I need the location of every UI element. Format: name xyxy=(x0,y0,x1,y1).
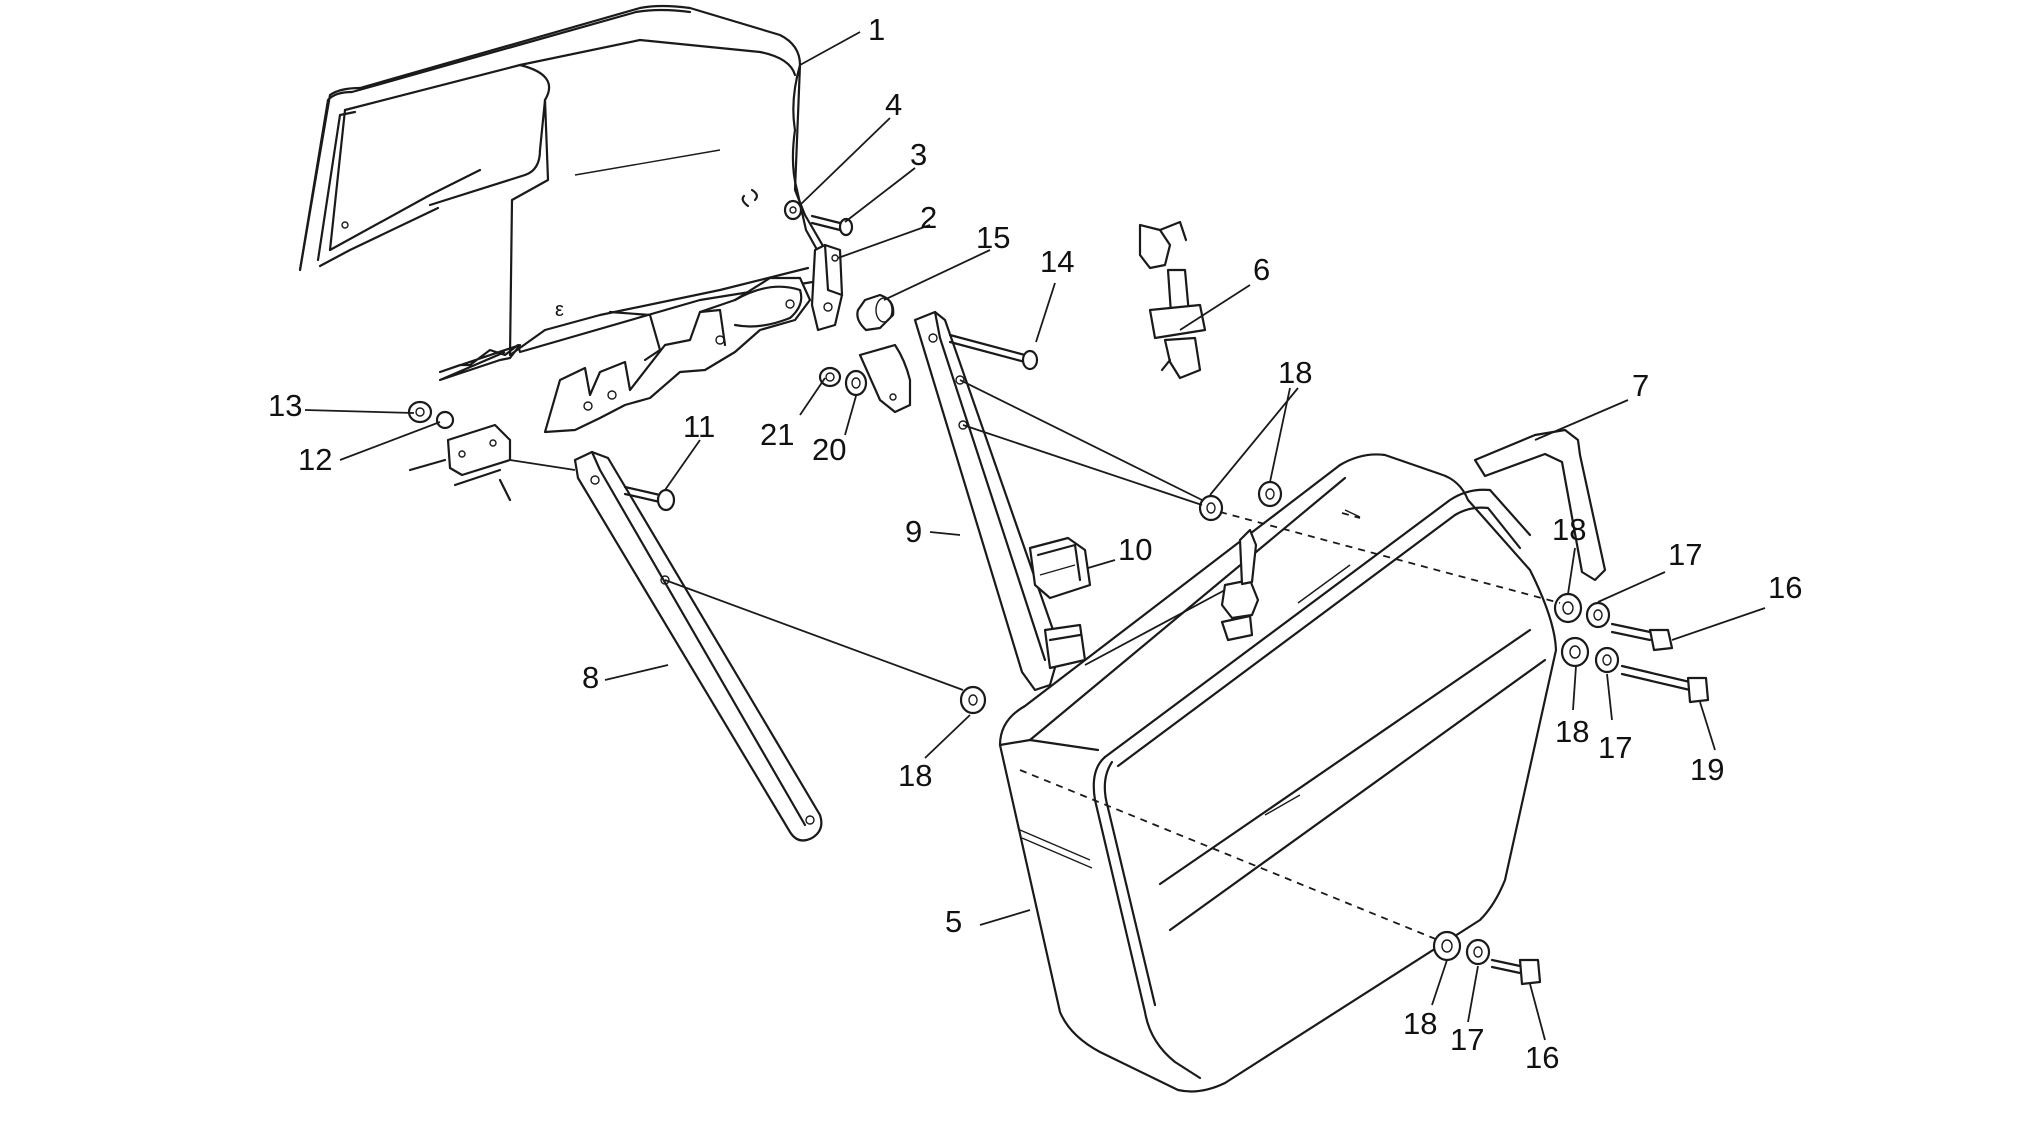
left-stay-bar xyxy=(573,450,823,842)
callout-17b: 17 xyxy=(1598,730,1632,765)
long-bolt xyxy=(948,333,1039,371)
callout-20: 20 xyxy=(812,432,846,467)
spacer-part xyxy=(856,293,895,332)
callout-labels: 1 2 3 4 5 6 7 8 9 10 11 12 13 14 15 16 1… xyxy=(268,12,1802,1075)
callout-11: 11 xyxy=(683,409,715,444)
svg-text:ε: ε xyxy=(555,299,564,321)
callout-18e: 18 xyxy=(1403,1006,1437,1041)
callout-9: 9 xyxy=(905,514,922,549)
callout-2: 2 xyxy=(920,200,937,235)
callout-3: 3 xyxy=(910,137,927,172)
right-stay-bar xyxy=(913,310,1087,692)
clip-part xyxy=(1028,536,1092,600)
side-case-part xyxy=(998,453,1558,1093)
callout-7: 7 xyxy=(1632,368,1649,403)
callout-19: 19 xyxy=(1690,752,1724,787)
left-plate-and-nut xyxy=(407,400,512,502)
callout-16a: 16 xyxy=(1768,570,1802,605)
hinge-bracket-part xyxy=(810,243,844,332)
lock-with-keys xyxy=(1138,220,1207,380)
callout-18a: 18 xyxy=(1278,355,1312,390)
case-lock xyxy=(1220,528,1260,642)
callout-16b: 16 xyxy=(1525,1040,1559,1075)
mounting-bracket-plate xyxy=(543,276,812,434)
callout-4: 4 xyxy=(885,87,902,122)
callout-15: 15 xyxy=(976,220,1010,255)
bracket-washer-and-nut xyxy=(818,343,912,414)
rear-cover-part: ε xyxy=(298,4,833,382)
callout-18b: 18 xyxy=(1552,512,1586,547)
callout-14: 14 xyxy=(1040,244,1074,279)
callout-10: 10 xyxy=(1118,532,1152,567)
callout-13: 13 xyxy=(268,388,302,423)
callout-6: 6 xyxy=(1253,252,1270,287)
callout-18c: 18 xyxy=(1555,714,1589,749)
small-bolt-and-washer xyxy=(741,188,854,237)
callout-8: 8 xyxy=(582,660,599,695)
right-side-fasteners xyxy=(959,480,1710,986)
callout-17c: 17 xyxy=(1450,1022,1484,1057)
hex-key xyxy=(1473,428,1607,582)
callout-21: 21 xyxy=(760,417,794,452)
callout-1: 1 xyxy=(868,12,885,47)
callout-18d: 18 xyxy=(898,758,932,793)
callout-17a: 17 xyxy=(1668,537,1702,572)
callout-12: 12 xyxy=(298,442,332,477)
assembly-lines xyxy=(509,379,1561,941)
callout-5: 5 xyxy=(945,904,962,939)
leader-lines xyxy=(304,31,1766,1041)
